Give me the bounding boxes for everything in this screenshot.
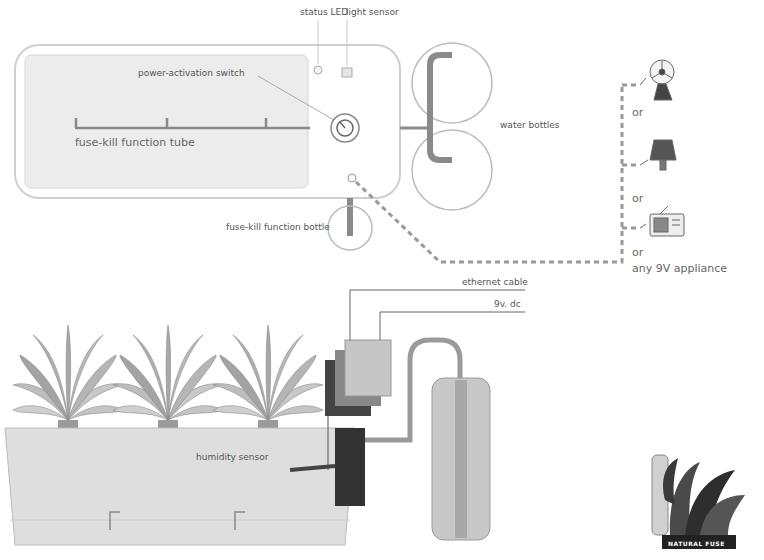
part-label: humidity sensor <box>196 452 268 463</box>
part-label: fuse-kill function tube <box>75 136 195 149</box>
part-label: water bottles <box>500 120 560 131</box>
alternative-label: or <box>632 106 643 119</box>
part-label: fuse-kill function bottle <box>226 222 330 233</box>
part-label: status LED <box>300 7 348 18</box>
logo-text: NATURAL FUSE <box>668 538 725 549</box>
alternative-label: or <box>632 192 643 205</box>
alternative-label: any 9V appliance <box>632 262 727 275</box>
part-label: power-activation switch <box>138 68 245 79</box>
cable-label: ethernet cable <box>462 277 528 288</box>
part-label: light sensor <box>346 7 399 18</box>
alternative-label: or <box>632 246 643 259</box>
cable-label: 9v. dc <box>494 299 521 310</box>
